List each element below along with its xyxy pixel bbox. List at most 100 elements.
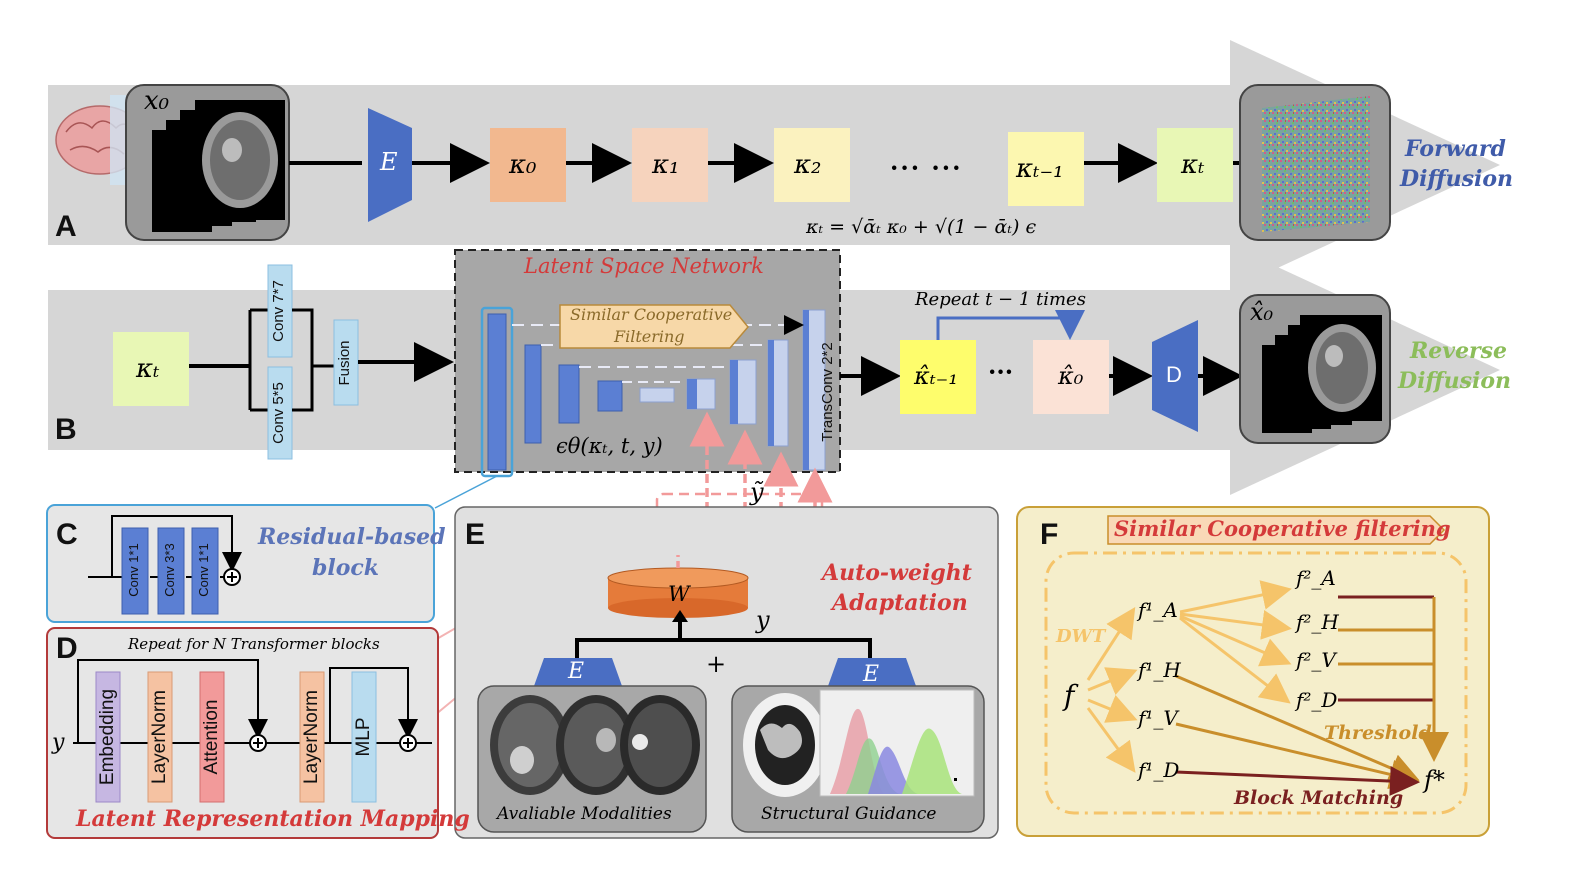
transconv-label: TransConv 2*2 (819, 342, 836, 442)
decoder-d-label: D (1166, 362, 1182, 387)
forward-equation: κₜ = √ᾱₜ κ₀ + √(1 − ᾱₜ) ϵ (806, 216, 1037, 238)
modalities-images (490, 695, 700, 795)
panel-c-conv1-label: Conv 1*1 (126, 543, 141, 597)
block-matching-label: Block Matching (1234, 787, 1404, 809)
panel-letter-b: B (55, 413, 77, 446)
encoder-e-top (368, 108, 412, 222)
latent-k2-label: κ₂ (794, 150, 822, 180)
latent-kprev (900, 340, 976, 414)
fstar-label: f* (1424, 766, 1445, 794)
network-title: Latent Space Network (524, 254, 764, 278)
decoder-d (1152, 320, 1198, 432)
modalities-caption: Avaliable Modalities (497, 804, 672, 824)
panel-f-dashed (1044, 551, 1468, 815)
panel-d-input: y (52, 730, 65, 755)
guidance-caption: Structural Guidance (761, 804, 937, 824)
panel-f-title-tag (1107, 515, 1446, 545)
f2d-label: f²_D (1296, 688, 1338, 712)
panel-e-encoder-left (534, 658, 622, 686)
repeat-loop-arrow (936, 310, 1085, 340)
latent-k0 (490, 128, 566, 202)
encoder-e-label: E (380, 148, 398, 176)
latent-kt-input (113, 332, 189, 406)
f-label: f (1064, 679, 1075, 712)
latent-k0hat (1033, 340, 1109, 414)
panel-c-conv3 (191, 527, 219, 615)
panel-e-title-1: Auto-weight (822, 560, 972, 586)
panel-d-embedding-label: Embedding (97, 688, 118, 786)
eps-label: ϵθ(κₜ, t, y) (556, 434, 663, 458)
forward-dots: ··· ··· (890, 153, 963, 182)
panel-e-encoder-right (828, 658, 916, 686)
threshold-label: Threshold (1324, 722, 1432, 744)
panel-e-plus: + (706, 650, 727, 678)
forward-label-1: Forward (1405, 136, 1506, 162)
fusion-label: Fusion (336, 340, 353, 386)
guidance-images (743, 689, 975, 797)
fusion-box (333, 319, 359, 406)
panel-d-mlp (351, 671, 377, 803)
repeat-label: Repeat t − 1 times (915, 289, 1086, 310)
panel-c-title-2: block (312, 555, 380, 581)
x0-label: x₀ (144, 86, 170, 116)
f1a-label: f¹_A (1138, 598, 1178, 622)
panel-c-conv1 (121, 527, 149, 615)
mri-stack-x0hat (1262, 315, 1382, 433)
reverse-label-1: Reverse (1410, 338, 1508, 364)
panel-e-encoder-left-label: E (568, 659, 585, 684)
dwt-label: DWT (1056, 626, 1106, 647)
panel-d-title: Latent Representation Mapping (76, 806, 470, 832)
conv55-box (267, 366, 293, 460)
latent-k2 (774, 128, 850, 202)
f2v-label: f²_V (1296, 648, 1336, 672)
scf-label-2: Filtering (614, 327, 685, 346)
panel-letter-a: A (55, 210, 77, 243)
reverse-dots: ··· (988, 357, 1014, 386)
panel-d-layernorm2-label: LayerNorm (301, 690, 322, 784)
latent-k0hat-label: κ̂₀ (1058, 362, 1084, 390)
panel-c-conv3-label: Conv 1*1 (196, 543, 211, 597)
panel-d-embedding (95, 671, 121, 803)
panel-d-attention (199, 671, 225, 803)
panel-c-conv2-label: Conv 3*3 (162, 543, 177, 597)
brain-icon (55, 95, 145, 185)
noise-image (1262, 96, 1370, 232)
latent-kt1 (1008, 132, 1084, 206)
panel-d-attention-label: Attention (201, 699, 222, 775)
f2a-label: f²_A (1296, 566, 1336, 590)
mri-stack-x0 (152, 100, 285, 232)
panel-d-layernorm1 (147, 671, 173, 803)
latent-kt-label: κₜ (1181, 150, 1205, 180)
panel-e-title-2: Adaptation (832, 590, 968, 616)
f2h-label: f²_H (1296, 610, 1339, 634)
conv77-label: Conv 7*7 (270, 280, 287, 342)
latent-k1-label: κ₁ (652, 150, 680, 180)
forward-label-2: Diffusion (1400, 166, 1514, 192)
panel-d-mlp-label: MLP (353, 717, 374, 757)
panel-c-conv2 (157, 527, 185, 615)
panel-e-encoder-right-label: E (863, 662, 880, 687)
ytilde-label: ỹ (750, 478, 764, 506)
weight-label: W (668, 582, 690, 606)
latent-kt (1157, 128, 1233, 202)
panel-letter-d: D (56, 632, 78, 665)
panel-d-layernorm1-label: LayerNorm (149, 690, 170, 784)
f1h-label: f¹_H (1138, 658, 1181, 682)
panel-letter-e: E (465, 518, 486, 551)
latent-kprev-label: κ̂ₜ₋₁ (914, 362, 958, 390)
panel-f-title: Similar Cooperative filtering (1114, 516, 1451, 541)
panel-letter-f: F (1040, 518, 1059, 551)
scf-tag (559, 304, 749, 349)
conv77-box (267, 264, 293, 358)
latent-k0-label: κ₀ (509, 150, 537, 180)
latent-kt-input-label: κₜ (136, 354, 160, 384)
panel-d (46, 627, 439, 839)
panel-d-repeat: Repeat for N Transformer blocks (128, 635, 380, 653)
latent-k1 (632, 128, 708, 202)
panel-d-layernorm2 (299, 671, 325, 803)
f1v-label: f¹_V (1138, 706, 1178, 730)
panel-e-y-label: y (756, 606, 770, 634)
latent-kt1-label: κₜ₋₁ (1016, 154, 1064, 184)
f1d-label: f¹_D (1138, 758, 1180, 782)
